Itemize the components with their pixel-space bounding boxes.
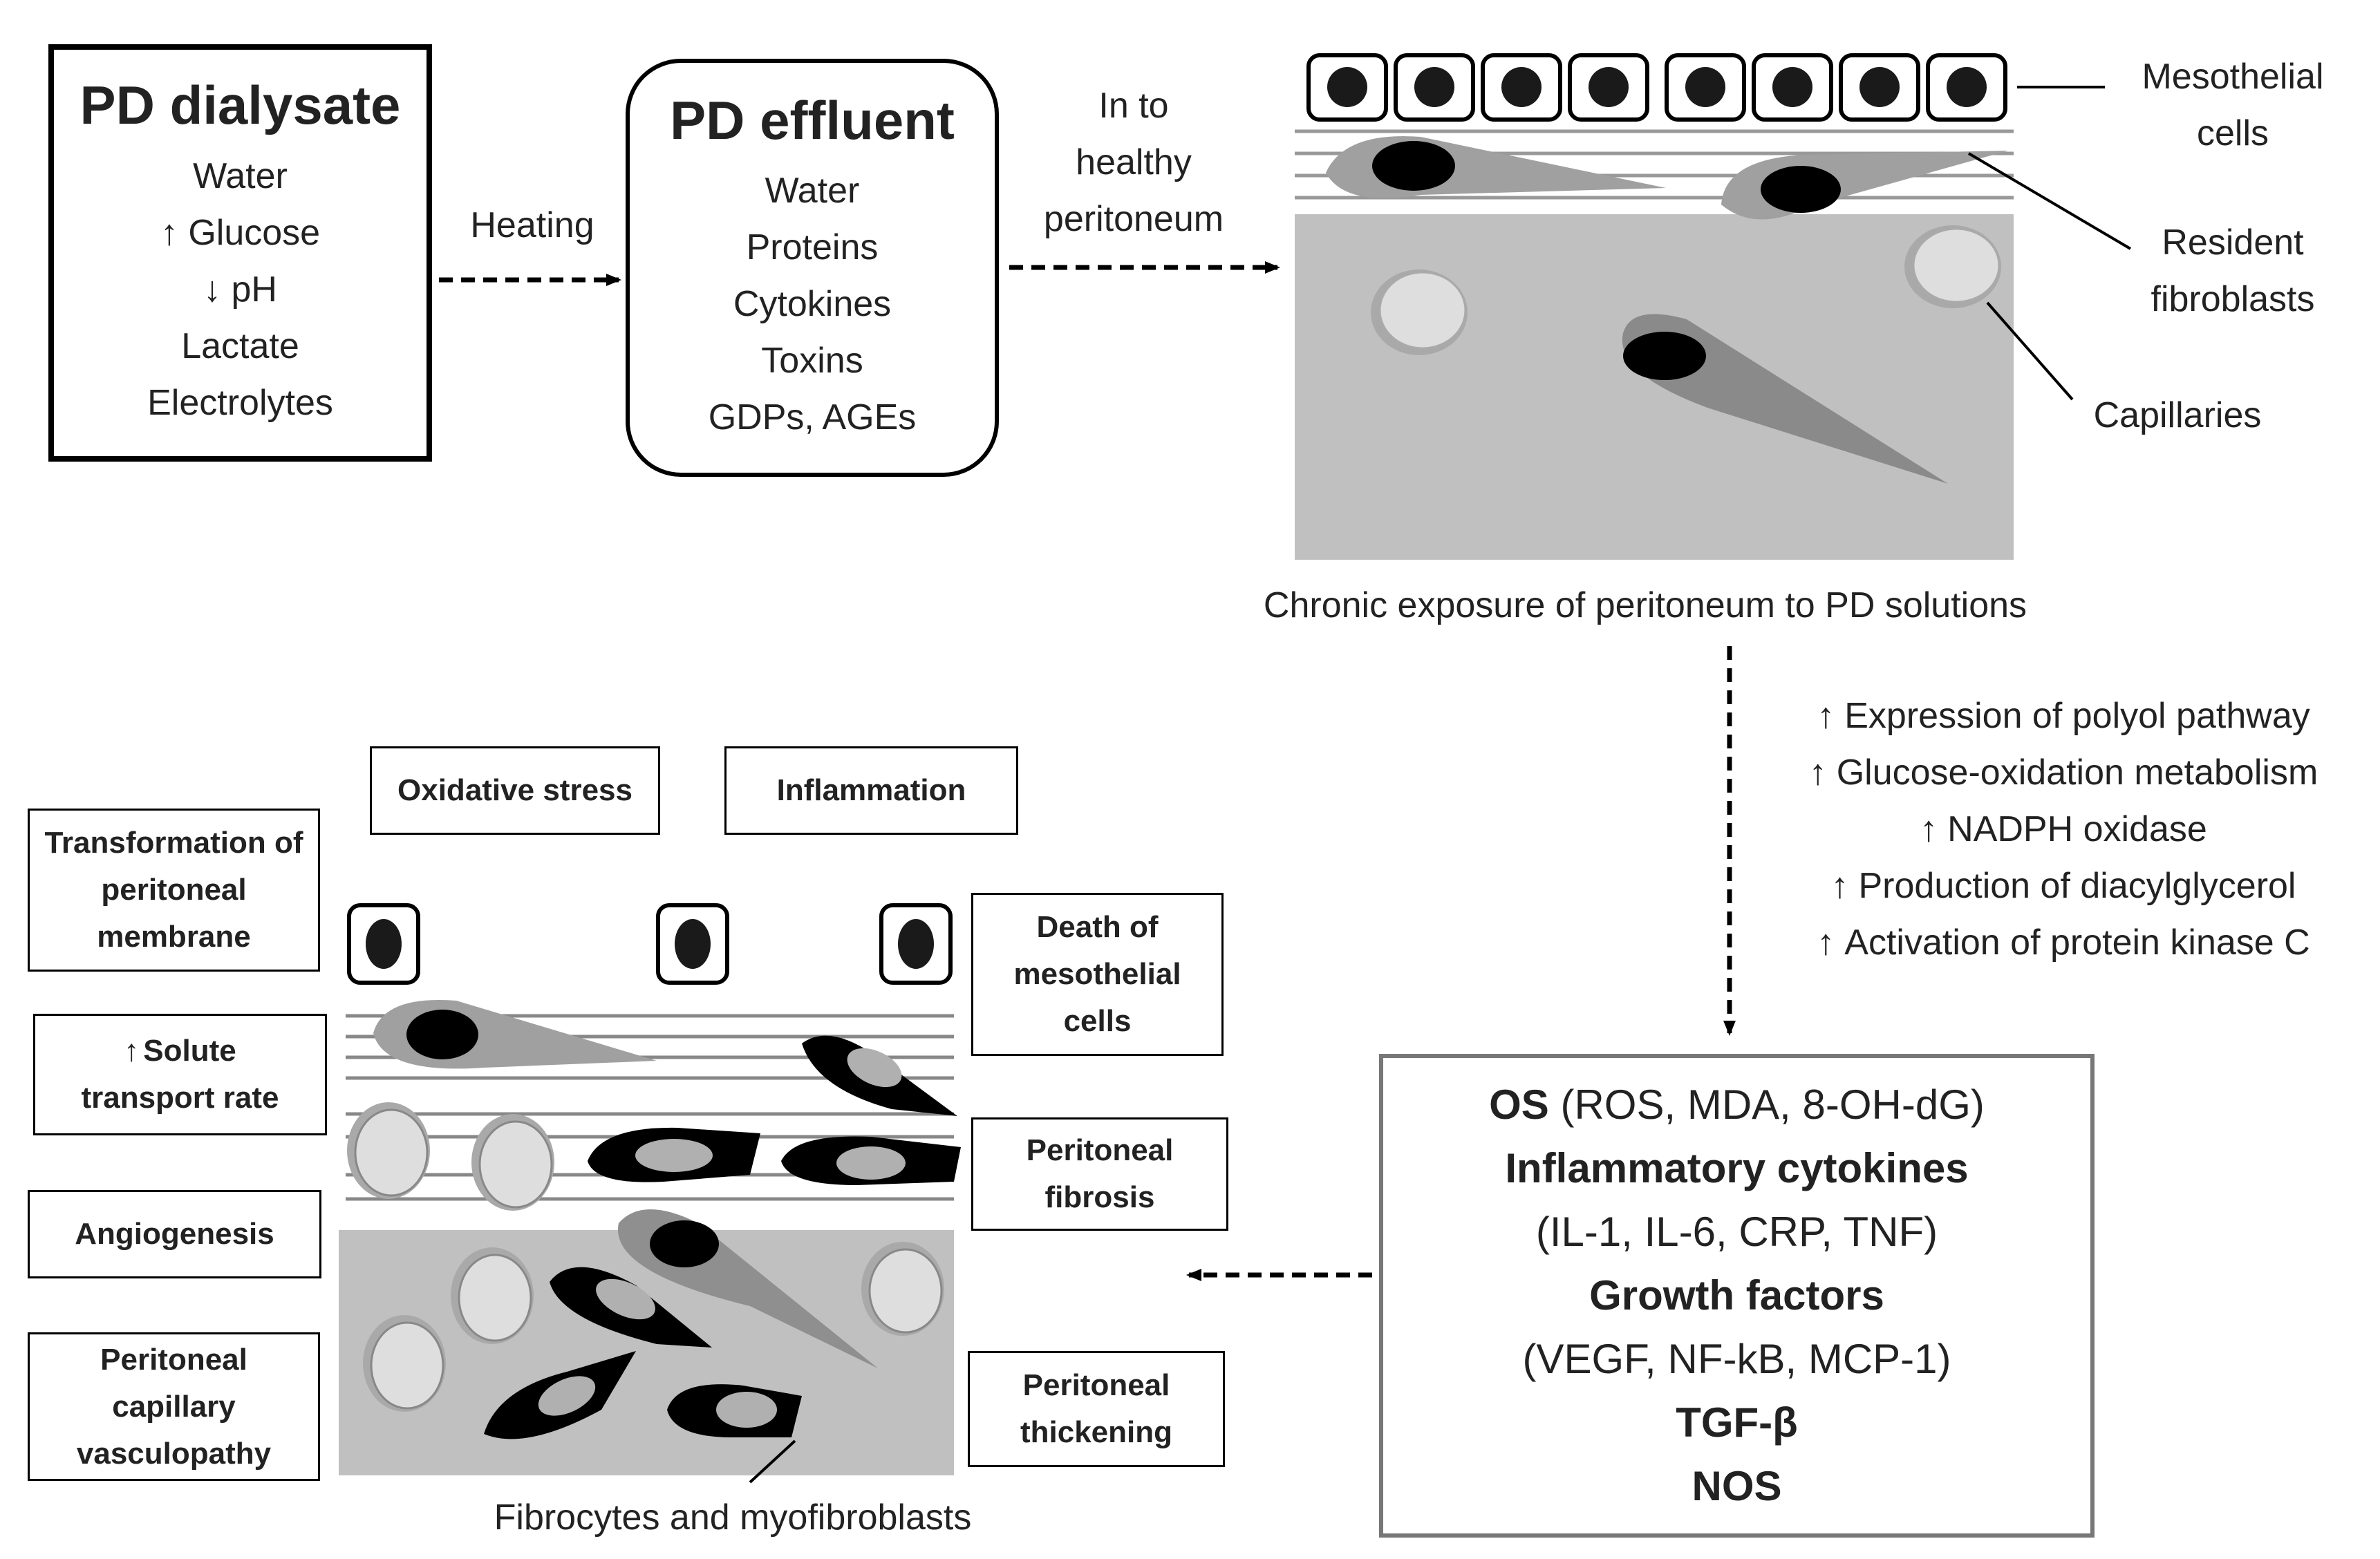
- dialysate-item: Electrolytes: [147, 382, 333, 423]
- exposure-caption: Chronic exposure of peritoneum to PD sol…: [1263, 585, 2027, 625]
- mechanism-item: ↑NADPH oxidase: [1920, 809, 2207, 849]
- damaged-peritoneum: [339, 903, 961, 1484]
- up-arrow-icon: ↑: [124, 1034, 140, 1068]
- dialysate-item: Water: [193, 155, 288, 196]
- dilated-capillary: [471, 1114, 554, 1211]
- mesothelial-cell: [1926, 53, 2007, 122]
- inflammatory-cytokines: Inflammatory cytokines: [1505, 1145, 1969, 1191]
- up-arrow-icon: ↑: [1817, 696, 1835, 736]
- tgf-beta: TGF-β: [1676, 1399, 1798, 1446]
- up-arrow-icon: ↑: [1830, 866, 1849, 906]
- fibroblast: [373, 999, 657, 1069]
- pd-effluent-title: PD effluent: [670, 89, 955, 151]
- resident-fibroblasts-label: Resident fibroblasts: [2115, 214, 2350, 328]
- mesothelial-cells-label: Mesothelial cells: [2115, 48, 2350, 162]
- heating-label: Heating: [470, 205, 594, 245]
- capillary: [1371, 270, 1468, 355]
- pointer-fibroblasts: [1967, 152, 2132, 250]
- pd-effluent-box: PD effluent Water Proteins Cytokines Tox…: [626, 59, 999, 477]
- growth-factors: Growth factors: [1589, 1272, 1884, 1319]
- inflammatory-cytokines-list: (IL-1, IL-6, CRP, TNF): [1535, 1209, 1938, 1255]
- dilated-capillary: [861, 1242, 944, 1336]
- effluent-item: Cytokines: [733, 284, 892, 325]
- oxidative-stress-tag: Oxidative stress: [370, 746, 660, 835]
- dialysate-item: Lactate: [181, 325, 299, 366]
- death-mesothelial-tag: Death of mesothelial cells: [971, 893, 1224, 1056]
- mesothelial-cell: [1394, 53, 1475, 122]
- migrating-fibroblast: [617, 1209, 878, 1368]
- surviving-mesothelial-cell: [879, 903, 953, 985]
- os-line: OS (ROS, MDA, 8-OH-dG): [1489, 1081, 1985, 1128]
- mesothelial-cell: [1752, 53, 1833, 122]
- dilated-capillary: [451, 1247, 534, 1344]
- peritoneal-thickening-tag: Peritoneal thickening: [968, 1351, 1225, 1467]
- mechanism-item: ↑Expression of polyol pathway: [1817, 696, 2310, 736]
- mesothelial-cell: [1568, 53, 1649, 122]
- mesothelial-cell: [1665, 53, 1746, 122]
- mesothelial-cell: [1306, 53, 1388, 122]
- mechanism-item: ↑Glucose-oxidation metabolism: [1808, 753, 2318, 793]
- mesothelial-cell: [1481, 53, 1562, 122]
- myofibroblast: [588, 1127, 760, 1182]
- into-healthy-line: peritoneum: [1043, 199, 1224, 239]
- myofibroblast: [781, 1136, 961, 1185]
- mechanisms-list: ↑Expression of polyol pathway ↑Glucose-o…: [1756, 688, 2371, 971]
- interstitial-fibroblast: [1622, 314, 1948, 484]
- vasculopathy-tag: Peritoneal capillary vasculopathy: [28, 1332, 320, 1481]
- fibroblasts-label-line: Resident: [2162, 223, 2304, 263]
- up-arrow-icon: ↑: [1817, 923, 1835, 963]
- mechanism-item: ↑Activation of protein kinase C: [1817, 923, 2310, 963]
- mesothelial-label-line: Mesothelial: [2142, 57, 2324, 97]
- dilated-capillary: [363, 1315, 446, 1412]
- mediators-box: OS (ROS, MDA, 8-OH-dG) Inflammatory cyto…: [1379, 1054, 2095, 1538]
- myofibroblast: [802, 1035, 957, 1116]
- peritoneal-fibrosis-tag: Peritoneal fibrosis: [971, 1117, 1228, 1231]
- myofibroblast: [550, 1267, 712, 1348]
- dialysate-item: ↓ pH: [203, 269, 277, 310]
- pointer-fibrocytes: [749, 1439, 796, 1484]
- pointer-capillaries: [1986, 301, 2074, 401]
- angiogenesis-tag: Angiogenesis: [28, 1190, 321, 1278]
- capillaries-label: Capillaries: [2093, 395, 2262, 435]
- surviving-mesothelial-cell: [656, 903, 729, 985]
- effluent-item: Toxins: [761, 341, 863, 381]
- into-healthy-label: In to healthy peritoneum: [1009, 77, 1258, 247]
- into-healthy-line: In to: [1098, 86, 1169, 126]
- solute-transport-tag: ↑Solute transport rate: [33, 1014, 327, 1135]
- nos: NOS: [1692, 1463, 1782, 1509]
- mesothelial-cell: [1839, 53, 1920, 122]
- fibroblasts-label-line: fibroblasts: [2151, 279, 2315, 319]
- capillary: [1904, 225, 2001, 308]
- dilated-capillary: [347, 1102, 430, 1199]
- mesothelial-layer: [1306, 53, 2007, 122]
- surviving-mesothelial-cell: [347, 903, 420, 985]
- inflammation-tag: Inflammation: [724, 746, 1018, 835]
- mesothelial-label-line: cells: [2196, 113, 2269, 153]
- resident-fibroblast: [1721, 151, 2008, 220]
- pd-dialysate-title: PD dialysate: [79, 75, 401, 136]
- effluent-item: GDPs, AGEs: [708, 397, 917, 438]
- into-healthy-line: healthy: [1076, 142, 1192, 182]
- healthy-peritoneum: [1295, 53, 2132, 560]
- effluent-item: Proteins: [746, 227, 879, 268]
- up-arrow-icon: ↑: [1920, 809, 1938, 849]
- growth-factors-list: (VEGF, NF-kB, MCP-1): [1522, 1336, 1951, 1382]
- dialysate-item: ↑ Glucose: [160, 212, 321, 253]
- fibrocytes-caption: Fibrocytes and myofibroblasts: [494, 1497, 972, 1538]
- up-arrow-icon: ↑: [1808, 753, 1827, 793]
- effluent-item: Water: [765, 171, 860, 211]
- mechanism-item: ↑Production of diacylglycerol: [1830, 866, 2296, 906]
- myofibroblast: [484, 1351, 636, 1439]
- transformation-tag: Transformation of peritoneal membrane: [28, 809, 320, 972]
- resident-fibroblast: [1326, 136, 1666, 198]
- myofibroblast: [667, 1384, 802, 1437]
- pd-dialysate-box: PD dialysate Water ↑ Glucose ↓ pH Lactat…: [48, 44, 432, 462]
